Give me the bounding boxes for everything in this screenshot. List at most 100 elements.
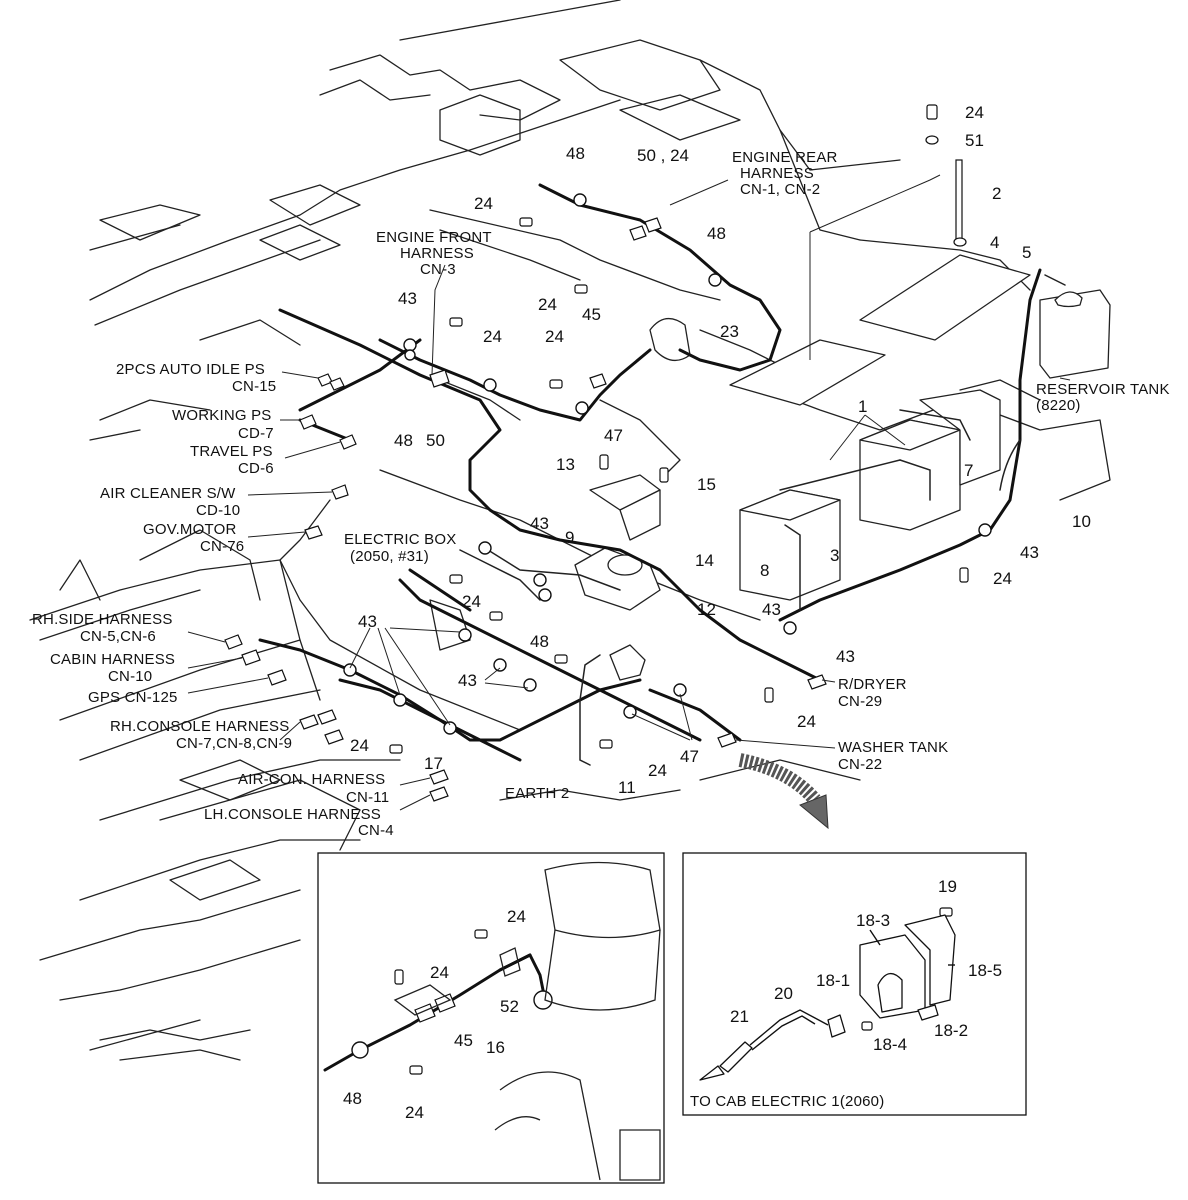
part-24-b: 24 [474,194,493,213]
part-51: 51 [965,131,984,150]
label-auto-idle-ps-2: CN-15 [232,378,277,395]
battery-8-top [739,489,841,521]
electric-box-bracket-14 [619,489,661,541]
clamp-47-b [623,705,637,719]
wire-20 [749,1009,829,1046]
leader-cabin [187,657,243,669]
bolt-24-b [519,217,533,227]
lh-console-harness-cable [338,678,522,762]
label-reservoir-tank-2: (8220) [1036,397,1081,414]
lower-frame-outline [29,399,861,1061]
solenoid-11 [609,644,646,681]
pin-21 [719,1041,753,1073]
bolt-24-top [926,104,938,120]
battery-cable-7 [899,459,931,501]
clamp-47-a [575,401,589,415]
leader-rh-side [187,631,226,643]
label-auto-idle-ps: 2PCS AUTO IDLE PS [116,361,266,378]
bolt-24-inset-b [394,969,404,985]
bracket-18-5 [904,914,956,1006]
part-43-b: 43 [530,514,549,533]
leader-travel [284,441,341,459]
engine-front-harness-cable [378,338,652,422]
label-rh-side-harness-2: CN-5,CN-6 [80,628,156,645]
part-50: 50 [426,431,445,450]
part-23: 23 [720,322,739,341]
clamp-48-c [708,273,722,287]
label-rh-side-harness: RH.SIDE HARNESS [32,611,173,628]
label-rh-console-2: CN-7,CN-8,CN-9 [176,735,293,752]
part-9: 9 [565,528,575,547]
label-cabin-harness: CABIN HARNESS [50,651,176,668]
reservoir-tank-cap [1054,291,1083,308]
label-earth: EARTH 2 [505,785,570,802]
inset-panel-cab-connector [682,852,1027,1116]
part-24-h: 24 [797,712,816,731]
reservoir-hose [1044,274,1066,286]
label-reservoir-tank: RESERVOIR TANK [1036,381,1170,398]
leader-bracket-frame [809,174,941,360]
upper-frame-outline [89,0,901,346]
connector-cn-4 [429,786,449,802]
inset-engine-block [544,861,661,939]
part-48-b: 48 [707,224,726,243]
part-45-b: 45 [454,1031,473,1050]
connector-cn-22 [717,732,737,748]
clamp-43-a [403,338,417,352]
leader-gov-motor [247,531,306,538]
battery-cover-plate [729,339,886,406]
bolt-24-i [764,687,774,703]
part-43-f: 43 [836,647,855,666]
bolt-24-l [554,654,568,664]
label-gps: GPS CN-125 [88,689,178,706]
label-rdryer: R/DRYER [838,676,907,693]
part-19: 19 [938,877,957,896]
wire-20-b [751,1015,816,1051]
battery-strap-1 [779,459,901,491]
part-43-a: 43 [398,289,417,308]
leader-lh-console [399,794,431,811]
label-rdryer-2: CN-29 [838,693,883,710]
part-24-d: 24 [483,327,502,346]
clamp-48-e [351,1041,369,1059]
bolt-24-g [449,574,463,584]
label-working-ps: WORKING PS [172,407,272,424]
label-travel-ps: TRAVEL PS [190,443,273,460]
clamp-43-l [483,378,497,392]
clamp-43-h [443,721,457,735]
part-18-5: 18-5 [968,961,1003,980]
connector-cn-29 [807,674,827,690]
inset-engine-body [544,929,661,1011]
leader-1b [864,414,906,446]
inset-bracket-52 [499,947,521,977]
label-to-cab: TO CAB ELECTRIC 1(2060) [690,1093,885,1110]
part-8: 8 [760,561,770,580]
label-engine-rear-harness: ENGINE REAR [732,149,838,166]
bolt-24-e [549,379,563,389]
engine-rear-harness-cable [538,183,782,372]
label-washer-tank-2: CN-22 [838,756,883,773]
part-48-a: 48 [566,144,585,163]
part-43-g: 43 [458,671,477,690]
part-24-k: 24 [507,907,526,926]
relay-12-cap [607,554,643,576]
connector-cn-76 [304,525,323,540]
bolt-2 [955,159,963,241]
label-lh-console-2: CN-4 [358,822,394,839]
part-48-d: 48 [530,632,549,651]
inset-left-cable-2 [498,953,547,1002]
part-50-24: 50 , 24 [637,146,689,165]
part-47-a: 47 [604,426,623,445]
label-air-cleaner: AIR CLEANER S/W [100,485,236,502]
connector-cn-8 [317,709,337,725]
part-16: 16 [486,1038,505,1057]
connector-cn-11 [429,769,449,785]
leader-engine-rear [669,179,729,206]
label-electric-box-2: (2050, #31) [350,548,429,565]
connector-cn-9 [324,729,344,745]
battery-side-box [919,389,1001,486]
inset-pipe [499,1071,601,1181]
label-rh-console: RH.CONSOLE HARNESS [110,718,290,735]
label-engine-rear-harness-3: CN-1, CN-2 [740,181,821,198]
connector-cn-125 [267,669,287,686]
